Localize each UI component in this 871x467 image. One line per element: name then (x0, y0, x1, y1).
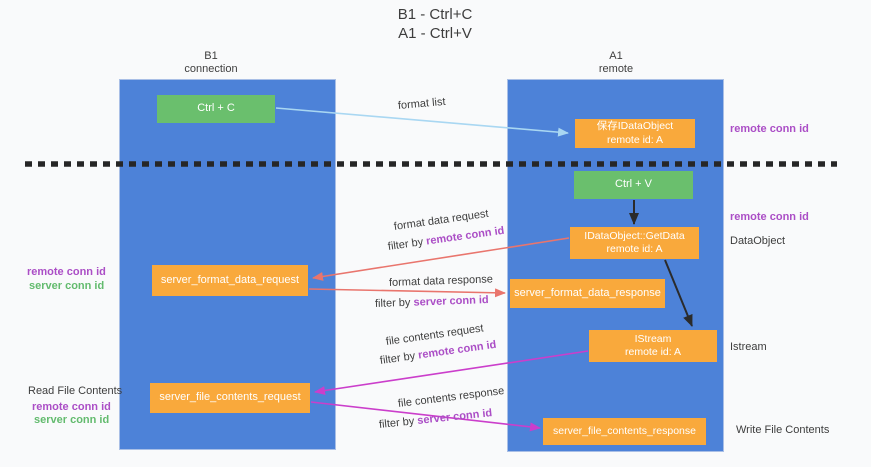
server-conn-id-value: server conn id (413, 294, 489, 309)
filter-by-server-conn-id-label-2: filter by server conn id (378, 407, 492, 431)
server-format-data-request-label: server_format_data_request (160, 273, 300, 286)
filter-by-server-conn-id-label-1: filter by server conn id (375, 294, 489, 310)
left-column-name: B1 (204, 50, 218, 62)
server-file-contents-request-box: server_file_contents_request (150, 383, 310, 413)
istream-line1: IStream (634, 332, 672, 345)
save-dataobject-box: 保存IDataObject remote id: A (575, 119, 695, 148)
istream-box: IStream remote id: A (589, 330, 717, 362)
istream-line2: remote id: A (624, 346, 682, 358)
title-line-1: B1 - Ctrl+C (397, 6, 473, 23)
server-conn-id-value: server conn id (416, 407, 493, 427)
save-dataobject-line1: 保存IDataObject (596, 120, 674, 133)
remote-conn-id-label-left: remote conn id (27, 266, 106, 278)
server-format-data-response-box: server_format_data_response (510, 279, 665, 308)
left-column-header: B1 connection (151, 50, 271, 76)
filter-by-text: filter by (378, 415, 415, 431)
server-conn-id-label-bottom-left: server conn id (34, 414, 110, 426)
format-data-response-arrow (308, 288, 506, 298)
server-format-data-request-box: server_format_data_request (152, 265, 308, 296)
ctrl-v-label: Ctrl + V (615, 178, 652, 191)
istream-side-label: Istream (730, 341, 767, 353)
format-data-response-label: format data response (388, 273, 494, 289)
ctrl-c-label: Ctrl + C (197, 102, 235, 115)
remote-conn-id-label-mid-right: remote conn id (730, 211, 809, 223)
remote-conn-id-label-top-right: remote conn id (730, 123, 809, 135)
ctrl-v-box: Ctrl + V (574, 171, 693, 199)
getdata-line2: remote id: A (606, 243, 663, 255)
format-list-label: format list (397, 95, 447, 112)
diagram-title: B1 - Ctrl+C A1 - Ctrl+V (340, 5, 530, 43)
save-dataobject-line2: remote id: A (606, 133, 664, 146)
remote-conn-id-value: remote conn id (425, 224, 506, 248)
filter-by-text: filter by (387, 236, 424, 253)
server-file-contents-response-box: server_file_contents_response (543, 418, 706, 445)
filter-by-text: filter by (374, 296, 411, 310)
right-column-header: A1 remote (556, 50, 676, 76)
left-column-role: connection (184, 63, 238, 75)
file-contents-response-label: file contents response (397, 385, 505, 410)
right-column-name: A1 (609, 50, 623, 62)
read-file-contents-label: Read File Contents (28, 385, 123, 397)
getdata-box: IDataObject::GetData remote id: A (570, 227, 699, 259)
dataobject-label: DataObject (730, 235, 786, 247)
filter-by-text: filter by (379, 350, 416, 367)
remote-conn-id-value: remote conn id (417, 338, 498, 362)
getdata-line1: IDataObject::GetData (584, 229, 685, 242)
server-file-contents-request-label: server_file_contents_request (159, 391, 301, 404)
write-file-contents-label: Write File Contents (736, 424, 830, 436)
right-column-role: remote (598, 63, 634, 75)
server-file-contents-response-label: server_file_contents_response (552, 424, 696, 437)
ctrl-c-box: Ctrl + C (157, 95, 275, 123)
server-format-data-response-label: server_format_data_response (514, 286, 661, 299)
title-line-2: A1 - Ctrl+V (398, 25, 472, 42)
remote-conn-id-label-bottom-left: remote conn id (32, 401, 111, 413)
server-conn-id-label-left: server conn id (29, 280, 105, 292)
